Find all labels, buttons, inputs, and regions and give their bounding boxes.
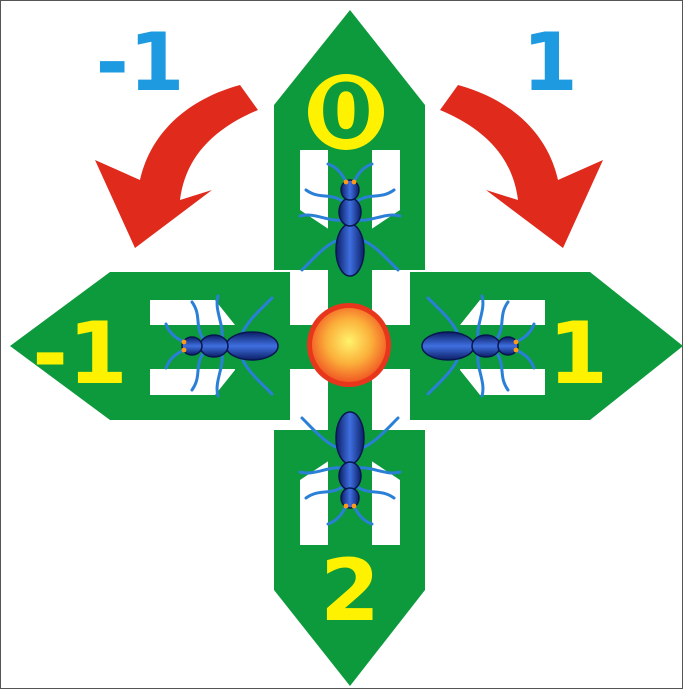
direction-label-down: 2: [320, 541, 380, 641]
direction-label-right: 1: [548, 304, 608, 404]
direction-label-left: -1: [32, 304, 128, 404]
curved-arrow-clockwise-icon: [440, 85, 603, 248]
curved-arrow-counterclockwise-icon: [95, 85, 258, 248]
rotation-label-counterclockwise: -1: [96, 16, 185, 109]
direction-label-up: 0: [320, 67, 373, 156]
orange-circle-icon: [307, 303, 391, 387]
rotation-label-clockwise: 1: [522, 16, 578, 109]
